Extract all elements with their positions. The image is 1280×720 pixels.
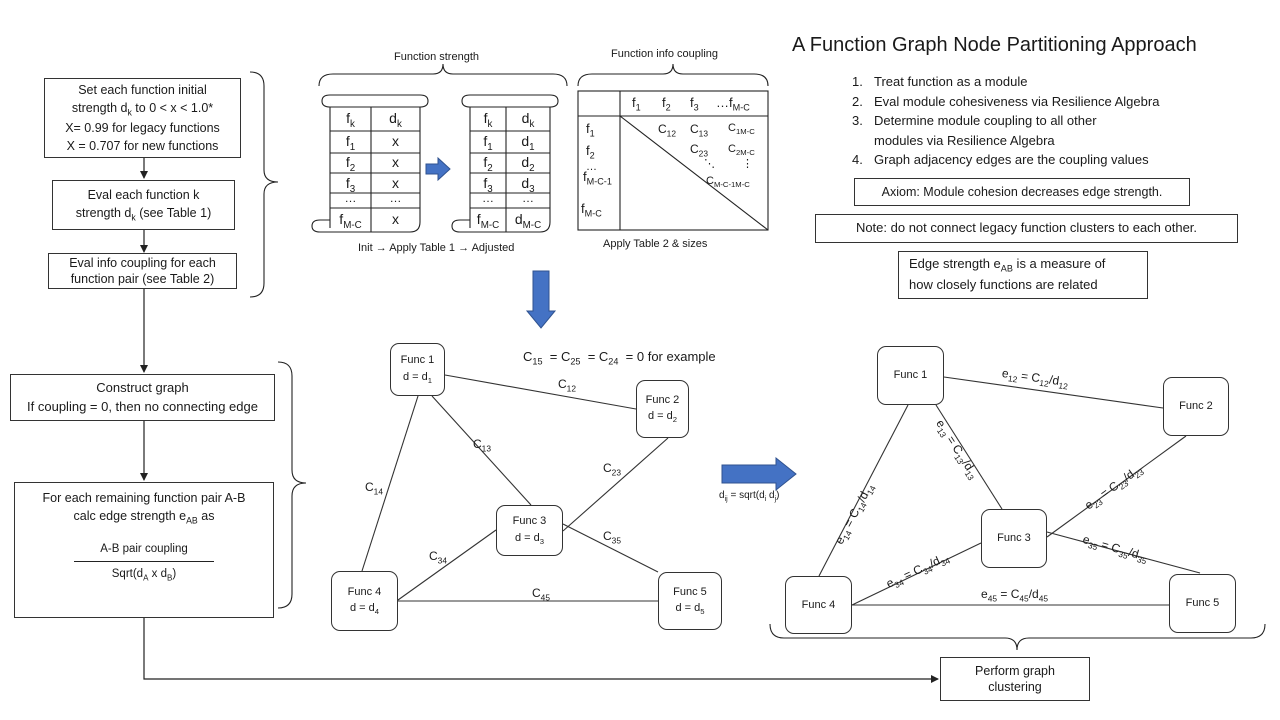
flow-arrow-edge-to-cluster xyxy=(143,618,939,683)
coupling-matrix xyxy=(577,90,769,231)
fraction-denominator: Sqrt(dA x dB) xyxy=(111,567,177,583)
coupling-matrix-text: f1 f2 f3 …fM-C f1 f2 … fM-C-1 fM-C C12 C… xyxy=(581,95,755,219)
table2-caption: Apply Table 2 & sizes xyxy=(603,238,708,250)
brace-graph-weighted xyxy=(769,623,1266,651)
g1-label-c12: C12 xyxy=(558,377,576,394)
page-title: A Function Graph Node Partitioning Appro… xyxy=(792,34,1197,56)
eval-coupling-box: Eval info coupling for each function pai… xyxy=(48,253,237,289)
perform-clustering-box: Perform graph clustering xyxy=(940,657,1090,701)
g2-edge-12 xyxy=(943,376,1164,409)
arrow-right-small xyxy=(425,156,451,182)
g1-edge-13 xyxy=(431,395,532,506)
step-item: 4.Graph adjacency edges are the coupling… xyxy=(852,152,1149,167)
g1-label-c14: C14 xyxy=(365,480,383,497)
step-item: 2.Eval module cohesiveness via Resilienc… xyxy=(852,93,1160,109)
step-item: 1.Treat function as a module xyxy=(852,74,1028,89)
g2-edge-14 xyxy=(818,404,909,577)
g1-edge-12 xyxy=(444,374,637,410)
brace-bottom xyxy=(277,361,307,609)
brace-top xyxy=(249,71,279,298)
init-strength-box: Set each function initial strength dk to… xyxy=(44,78,241,158)
graph1-edges xyxy=(361,374,669,602)
graph2-edges xyxy=(818,376,1201,606)
g1-label-c23: C23 xyxy=(603,461,621,478)
axiom-box: Axiom: Module cohesion decreases edge st… xyxy=(854,178,1190,206)
edge-definition-box: Edge strength eAB is a measure of how cl… xyxy=(898,251,1148,299)
step-item: modules via Resilience Algebra xyxy=(874,132,1055,148)
brace-function-strength xyxy=(318,63,568,87)
g2-node-func5[interactable]: Func 5 xyxy=(1169,574,1236,633)
g2-label-e45: e45 = C45/d45 xyxy=(981,587,1049,604)
g1-label-c35: C35 xyxy=(603,529,621,546)
brace-function-coupling xyxy=(577,63,769,87)
graph1-example-note: C15 = C25 = C24 = 0 for example xyxy=(523,349,716,367)
note-box: Note: do not connect legacy function clu… xyxy=(815,214,1238,243)
fraction-numerator: A-B pair coupling xyxy=(74,541,214,562)
g2-edge-23 xyxy=(1046,435,1187,538)
g2-node-func2[interactable]: Func 2 xyxy=(1163,377,1229,436)
table1-caption: Init → Apply Table 1 → Adjusted xyxy=(358,242,515,254)
scroll-table-init xyxy=(311,94,429,233)
arrow-right-large xyxy=(721,456,797,492)
scroll-table-adjusted xyxy=(451,94,559,233)
g1-edge-14 xyxy=(361,395,419,572)
eval-strength-box: Eval each function k strength dk (see Ta… xyxy=(52,180,235,230)
g2-node-func3[interactable]: Func 3 xyxy=(981,509,1047,568)
construct-graph-box: Construct graph If coupling = 0, then no… xyxy=(10,374,275,421)
g1-label-c34: C34 xyxy=(429,549,447,566)
g1-edge-35 xyxy=(562,523,659,573)
g2-node-func1[interactable]: Func 1 xyxy=(877,346,944,405)
g2-edge-35 xyxy=(1046,531,1201,574)
g1-edge-34 xyxy=(397,529,497,601)
g2-node-func4[interactable]: Func 4 xyxy=(785,576,852,634)
g1-label-c13: C13 xyxy=(473,437,491,454)
g2-edge-13 xyxy=(935,404,1003,510)
function-strength-title: Function strength xyxy=(394,51,479,63)
g1-label-c45: C45 xyxy=(532,586,550,603)
edge-calc-box: For each remaining function pair A-B cal… xyxy=(14,482,274,618)
edge-fraction: A-B pair coupling Sqrt(dA x dB) xyxy=(74,541,214,584)
g1-edge-23 xyxy=(562,437,669,532)
step-item: 3.Determine module coupling to all other xyxy=(852,113,1097,128)
g2-edge-34 xyxy=(851,542,982,606)
function-coupling-title: Function info coupling xyxy=(611,48,719,60)
steps-list: 1.Treat function as a module 2.Eval modu… xyxy=(852,72,1159,170)
dij-formula: dij = sqrt(di dj) xyxy=(719,490,780,503)
arrow-down xyxy=(525,270,557,329)
